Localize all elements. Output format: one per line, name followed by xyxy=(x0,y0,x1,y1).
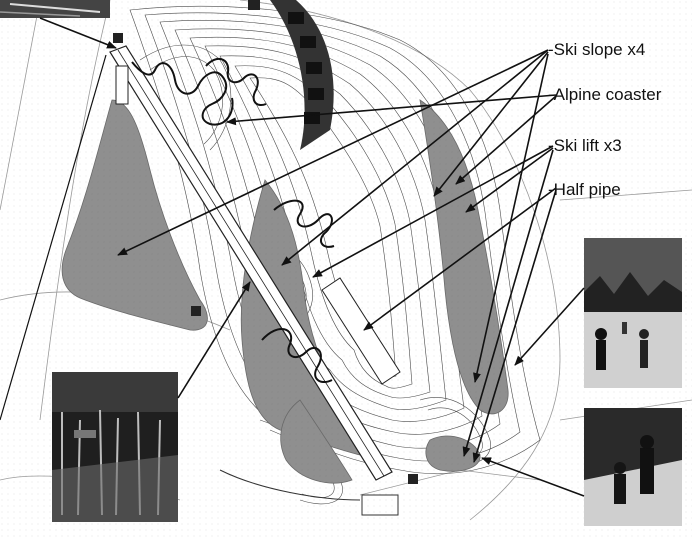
half-pipe-shape xyxy=(321,277,401,385)
child-skier-photo xyxy=(584,408,682,526)
building-markers xyxy=(113,0,418,484)
half-pipe-label: -Half pipe xyxy=(548,180,621,199)
left-leader-line xyxy=(0,54,107,421)
winter-forest-photo xyxy=(52,372,178,522)
alpine-coaster-track xyxy=(131,57,335,384)
alpine-coaster-label: -Alpine coaster xyxy=(548,85,662,104)
snowboarders-photo xyxy=(584,238,682,388)
cable-photo xyxy=(0,0,110,18)
mountain-top-structure xyxy=(270,0,334,150)
annotation-leaders xyxy=(39,17,585,497)
ski-slope-label: -Ski slope x4 xyxy=(548,40,646,59)
ski-lift-track xyxy=(109,45,393,481)
parking-area xyxy=(219,469,399,516)
ski-lift-label: -Ski lift x3 xyxy=(548,136,622,155)
